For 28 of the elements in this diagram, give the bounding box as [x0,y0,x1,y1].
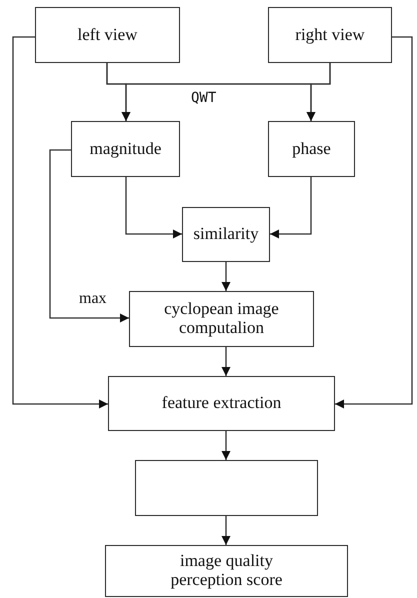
arrow [335,36,413,408]
box-label: feature extraction [162,394,282,413]
arrow [49,149,129,322]
box-label: phase [292,140,331,158]
process-box [105,545,348,597]
process-box [71,121,180,177]
arrow [222,347,230,376]
arrow [306,63,331,121]
process-box [182,207,270,262]
arrow [222,516,230,545]
arrow [270,177,312,238]
box-label: cyclopean image computalion [163,300,280,338]
box-label: right view [295,26,365,44]
arrow [222,431,230,460]
box-label: similarity [193,225,259,244]
process-box [35,7,180,63]
box-label: magnitude [90,140,162,158]
arrow [125,177,182,238]
transform-label: QWT [189,90,218,106]
empty-box [135,460,318,516]
process-box [268,121,355,177]
process-box [129,291,314,347]
box-label: left view [78,26,138,44]
process-box [108,376,335,431]
process-box [268,7,392,63]
box-label: image quality perception score [170,552,284,590]
arrow [222,262,230,291]
arrow [12,36,108,408]
